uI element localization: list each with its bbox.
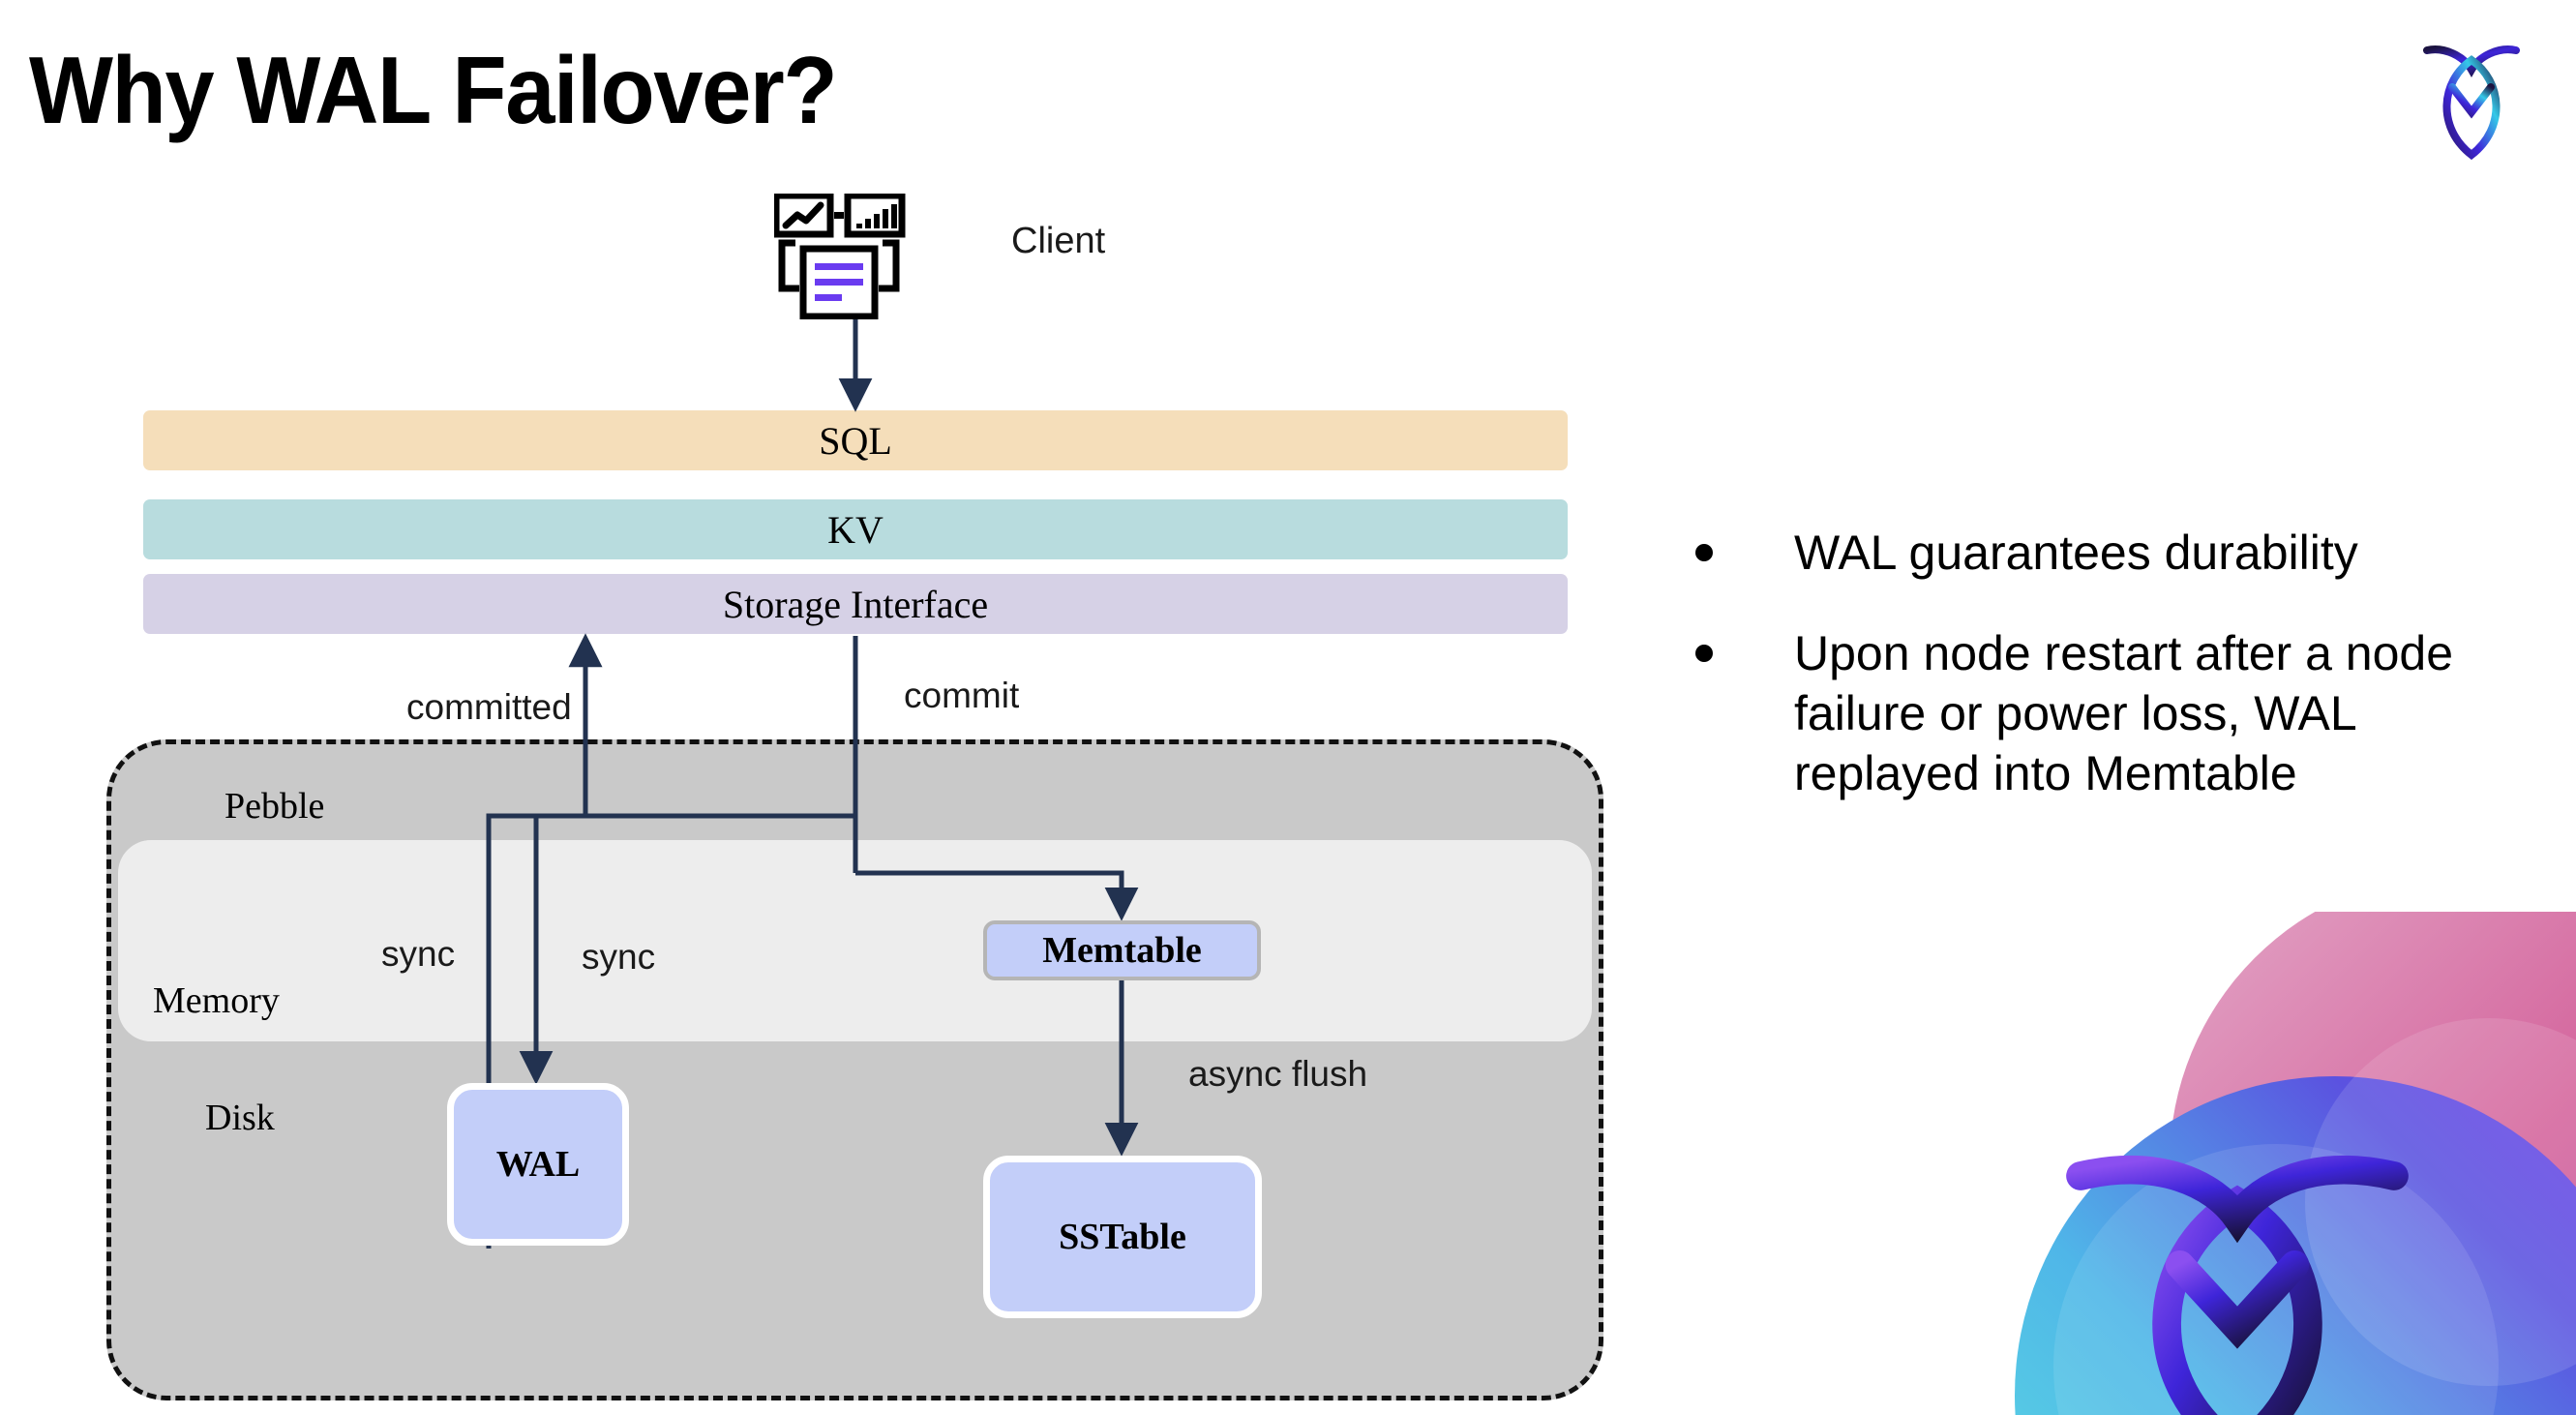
node-label-memtable: Memtable — [1042, 930, 1202, 971]
node-memtable: Memtable — [983, 920, 1261, 980]
bullet-dot-icon — [1695, 645, 1713, 662]
layer-bar-kv: KV — [143, 499, 1568, 559]
pebble-container — [106, 739, 1603, 1400]
bullet-dot-icon — [1695, 544, 1713, 561]
edge-label-commit: commit — [904, 676, 1020, 715]
bullet-text: WAL guarantees durability — [1794, 526, 2358, 580]
memory-region — [118, 840, 1592, 1041]
cockroachdb-logo-icon — [2413, 27, 2530, 163]
node-wal: WAL — [447, 1083, 629, 1246]
pebble-label: Pebble — [225, 786, 325, 827]
list-item: Upon node restart after a node failure o… — [1695, 623, 2528, 803]
layer-label-kv: KV — [827, 507, 884, 552]
layer-bar-storage: Storage Interface — [143, 574, 1568, 634]
layer-label-sql: SQL — [819, 418, 892, 463]
client-label: Client — [1011, 221, 1106, 261]
node-label-wal: WAL — [495, 1144, 581, 1185]
page-title: Why WAL Failover? — [29, 37, 838, 143]
node-label-sstable: SSTable — [1059, 1217, 1186, 1257]
edge-label-committed: committed — [406, 687, 572, 727]
edge-label-sync-2: sync — [582, 937, 656, 977]
disk-label: Disk — [205, 1098, 275, 1138]
client-dashboard-icon — [772, 192, 927, 320]
layer-label-storage: Storage Interface — [722, 582, 989, 626]
corner-decoration-graphic — [1918, 912, 2576, 1415]
node-sstable: SSTable — [983, 1156, 1262, 1318]
layer-bar-sql: SQL — [143, 410, 1568, 470]
bullet-text: Upon node restart after a node failure o… — [1794, 626, 2454, 800]
memory-label: Memory — [153, 980, 280, 1021]
list-item: WAL guarantees durability — [1695, 523, 2528, 583]
edge-label-sync-1: sync — [381, 934, 456, 974]
bullet-panel: WAL guarantees durability Upon node rest… — [1695, 523, 2528, 844]
edge-label-async-flush: async flush — [1188, 1054, 1368, 1094]
